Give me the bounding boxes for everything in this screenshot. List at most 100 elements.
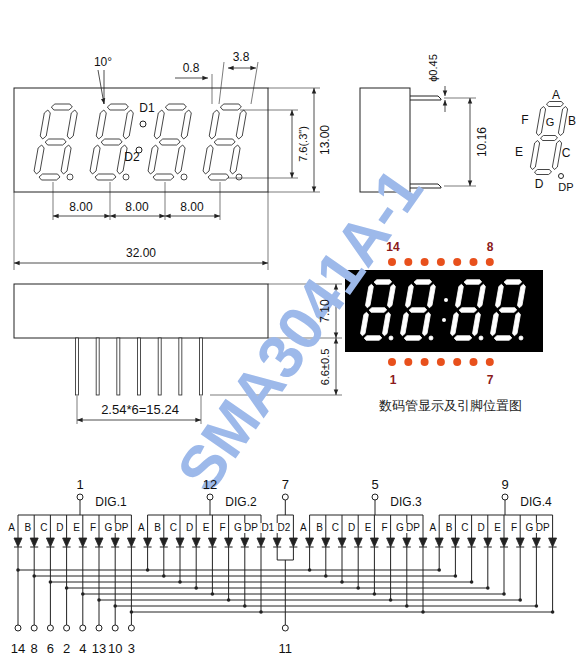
display-digits xyxy=(359,280,526,341)
segment xyxy=(374,280,392,285)
pin-number: 5 xyxy=(371,478,378,491)
seven-segment-digit xyxy=(88,104,134,180)
wire xyxy=(99,515,100,538)
wire xyxy=(471,515,472,538)
segment xyxy=(477,284,486,308)
led-symbol xyxy=(532,538,540,547)
seven-segment-digit xyxy=(32,104,78,180)
junction-dot xyxy=(308,568,312,572)
led-symbol xyxy=(192,538,200,547)
led-symbol xyxy=(370,538,378,547)
pin-terminal xyxy=(112,625,118,631)
led-symbol xyxy=(306,538,314,547)
junction-dot xyxy=(49,580,53,584)
anode-bus xyxy=(148,515,261,516)
pin-number: 9 xyxy=(501,478,508,491)
segment-name: D1 xyxy=(260,523,275,533)
segment xyxy=(409,308,427,313)
dimension-label: 10.16 xyxy=(476,127,488,157)
junction-dot xyxy=(81,592,85,596)
wire xyxy=(66,547,67,625)
anode-bus xyxy=(18,515,131,516)
wire xyxy=(293,515,294,538)
led-symbol xyxy=(225,538,233,547)
segment xyxy=(454,336,472,341)
segment-name: D xyxy=(477,523,486,533)
segment-name: B xyxy=(568,115,576,127)
segment xyxy=(101,139,123,145)
wire xyxy=(285,560,286,625)
segment-name: A xyxy=(137,523,146,533)
pin-terminal xyxy=(372,494,378,500)
angle-dimension: 10° xyxy=(94,56,112,68)
front-digits xyxy=(32,104,247,180)
segment-name: F xyxy=(380,523,388,533)
junction-dot xyxy=(97,598,101,602)
pin xyxy=(76,338,79,395)
segment xyxy=(230,145,241,174)
dimension-label: 13.00 xyxy=(319,125,331,155)
junction-dot xyxy=(470,580,474,584)
segment xyxy=(94,174,116,180)
segment-name: F xyxy=(521,114,528,126)
segment-name: DP xyxy=(558,182,573,193)
pin xyxy=(158,338,161,395)
led-symbol xyxy=(79,538,87,547)
led-symbol xyxy=(354,538,362,547)
wire xyxy=(293,547,294,560)
pin-terminal xyxy=(31,625,37,631)
wire xyxy=(66,515,67,538)
wire xyxy=(439,515,440,538)
led-symbol xyxy=(273,538,281,547)
anode-wire xyxy=(80,500,81,515)
segment-legend-digit xyxy=(529,102,569,175)
wire xyxy=(147,547,148,570)
wire xyxy=(342,515,343,538)
pin-number: 14 xyxy=(386,241,399,253)
segment xyxy=(51,104,73,110)
led-symbol xyxy=(95,538,103,547)
pin-dot xyxy=(404,258,412,266)
wire xyxy=(406,547,407,606)
wire xyxy=(50,515,51,538)
segment xyxy=(504,280,522,285)
wire xyxy=(471,547,472,582)
pin-dots xyxy=(388,258,494,366)
segment-name: DP xyxy=(243,523,259,533)
wire xyxy=(536,547,537,606)
junction-dot xyxy=(211,592,215,596)
pin-dot xyxy=(486,258,494,266)
segment-name: C xyxy=(39,523,48,533)
wire xyxy=(34,547,35,625)
wire xyxy=(196,547,197,588)
wire xyxy=(228,547,229,600)
decimal-point xyxy=(479,336,483,340)
segment xyxy=(214,139,236,145)
junction-dot xyxy=(389,598,393,602)
front-view-housing xyxy=(14,88,268,192)
junction-dot xyxy=(146,568,150,572)
colon-label: D2 xyxy=(124,151,139,163)
wire xyxy=(180,515,181,538)
segment-name: A xyxy=(552,89,560,101)
dimension-label: 7.10 xyxy=(319,299,331,322)
wire xyxy=(439,547,440,570)
decimal-point xyxy=(181,174,187,180)
wire xyxy=(552,515,553,538)
segment xyxy=(220,104,242,110)
wire xyxy=(212,515,213,538)
wire xyxy=(163,515,164,538)
segment-name: C xyxy=(169,523,178,533)
seven-segment-digit xyxy=(529,102,569,175)
pin-number: 2 xyxy=(63,642,70,655)
pin-dot xyxy=(421,258,429,266)
wire xyxy=(423,515,424,538)
decimal-point xyxy=(429,336,433,340)
wire xyxy=(487,515,488,538)
pin-dot xyxy=(453,358,461,366)
pin-dot xyxy=(388,358,396,366)
junction-dot xyxy=(259,610,263,614)
segment xyxy=(364,336,382,341)
led-symbol xyxy=(435,538,443,547)
segment xyxy=(472,312,481,336)
